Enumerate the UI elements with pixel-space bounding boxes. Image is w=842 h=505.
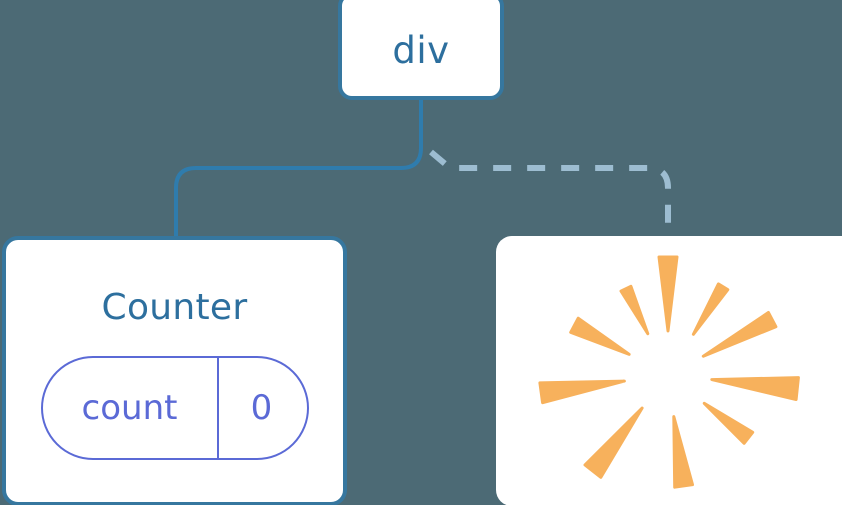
burst-ray-4 — [710, 376, 800, 401]
node-counter[interactable]: Counter count 0 — [2, 236, 347, 505]
state-pill-count[interactable]: count 0 — [40, 356, 309, 460]
node-div-label: div — [392, 28, 450, 72]
burst-ray-6 — [672, 415, 694, 489]
state-key-label: count — [81, 388, 178, 428]
burst-ray-8 — [538, 379, 626, 405]
burst-ray-5 — [702, 401, 755, 445]
burst-ray-9 — [569, 316, 631, 356]
state-pill-divider — [216, 358, 219, 458]
burst-ray-1 — [657, 255, 679, 333]
state-value-label: 0 — [250, 388, 273, 428]
edge-root-to-counter — [174, 98, 423, 238]
node-rerender-burst[interactable] — [496, 236, 842, 505]
burst-ray-3 — [701, 311, 778, 358]
burst-icon — [538, 255, 800, 489]
counter-title: Counter — [101, 287, 248, 328]
burst-ray-10 — [619, 284, 650, 336]
burst-ray-2 — [691, 282, 730, 336]
edge-root-to-rerender — [429, 149, 671, 236]
node-div[interactable]: div — [338, 0, 504, 100]
burst-ray-7 — [583, 406, 644, 479]
